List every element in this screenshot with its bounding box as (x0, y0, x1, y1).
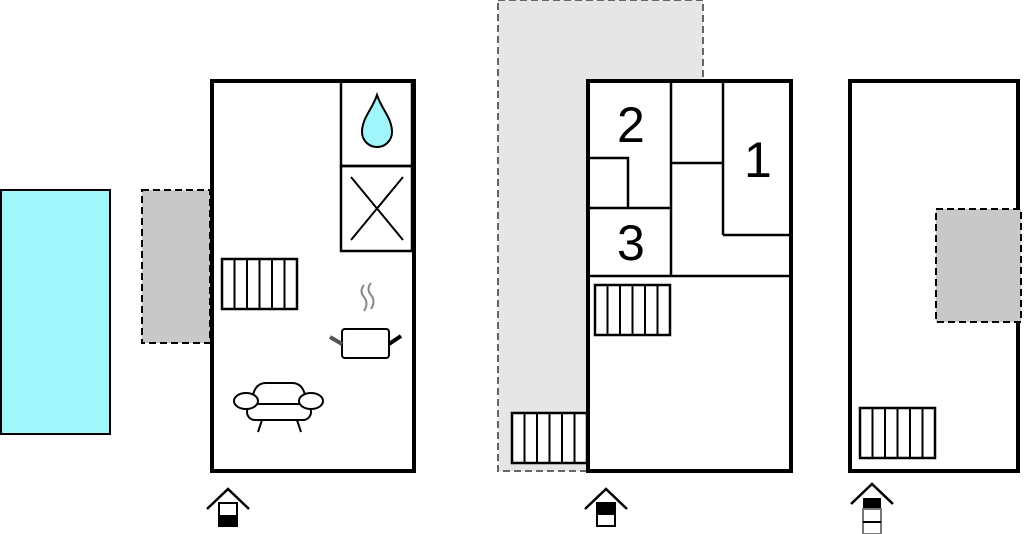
room-label-3: 3 (617, 215, 645, 271)
kitchen-pot-icon (328, 282, 403, 359)
water-drop-icon (360, 91, 394, 148)
technical-room (339, 164, 414, 253)
level-indicator-attic (850, 482, 894, 534)
attic-terrace (935, 208, 1022, 323)
stairs-icon (593, 283, 672, 337)
terrace (141, 189, 211, 344)
cross-icon (350, 176, 404, 241)
stairs-icon (510, 411, 589, 465)
room-label-2: 2 (617, 97, 645, 153)
pool (0, 189, 111, 435)
level-indicator-ground (206, 487, 250, 527)
sofa-icon (233, 382, 324, 433)
level-indicator-first (584, 487, 628, 527)
room-label-1: 1 (744, 132, 772, 188)
stairs-icon (858, 406, 937, 460)
room-walls (588, 81, 791, 278)
stairs-icon (220, 257, 299, 311)
